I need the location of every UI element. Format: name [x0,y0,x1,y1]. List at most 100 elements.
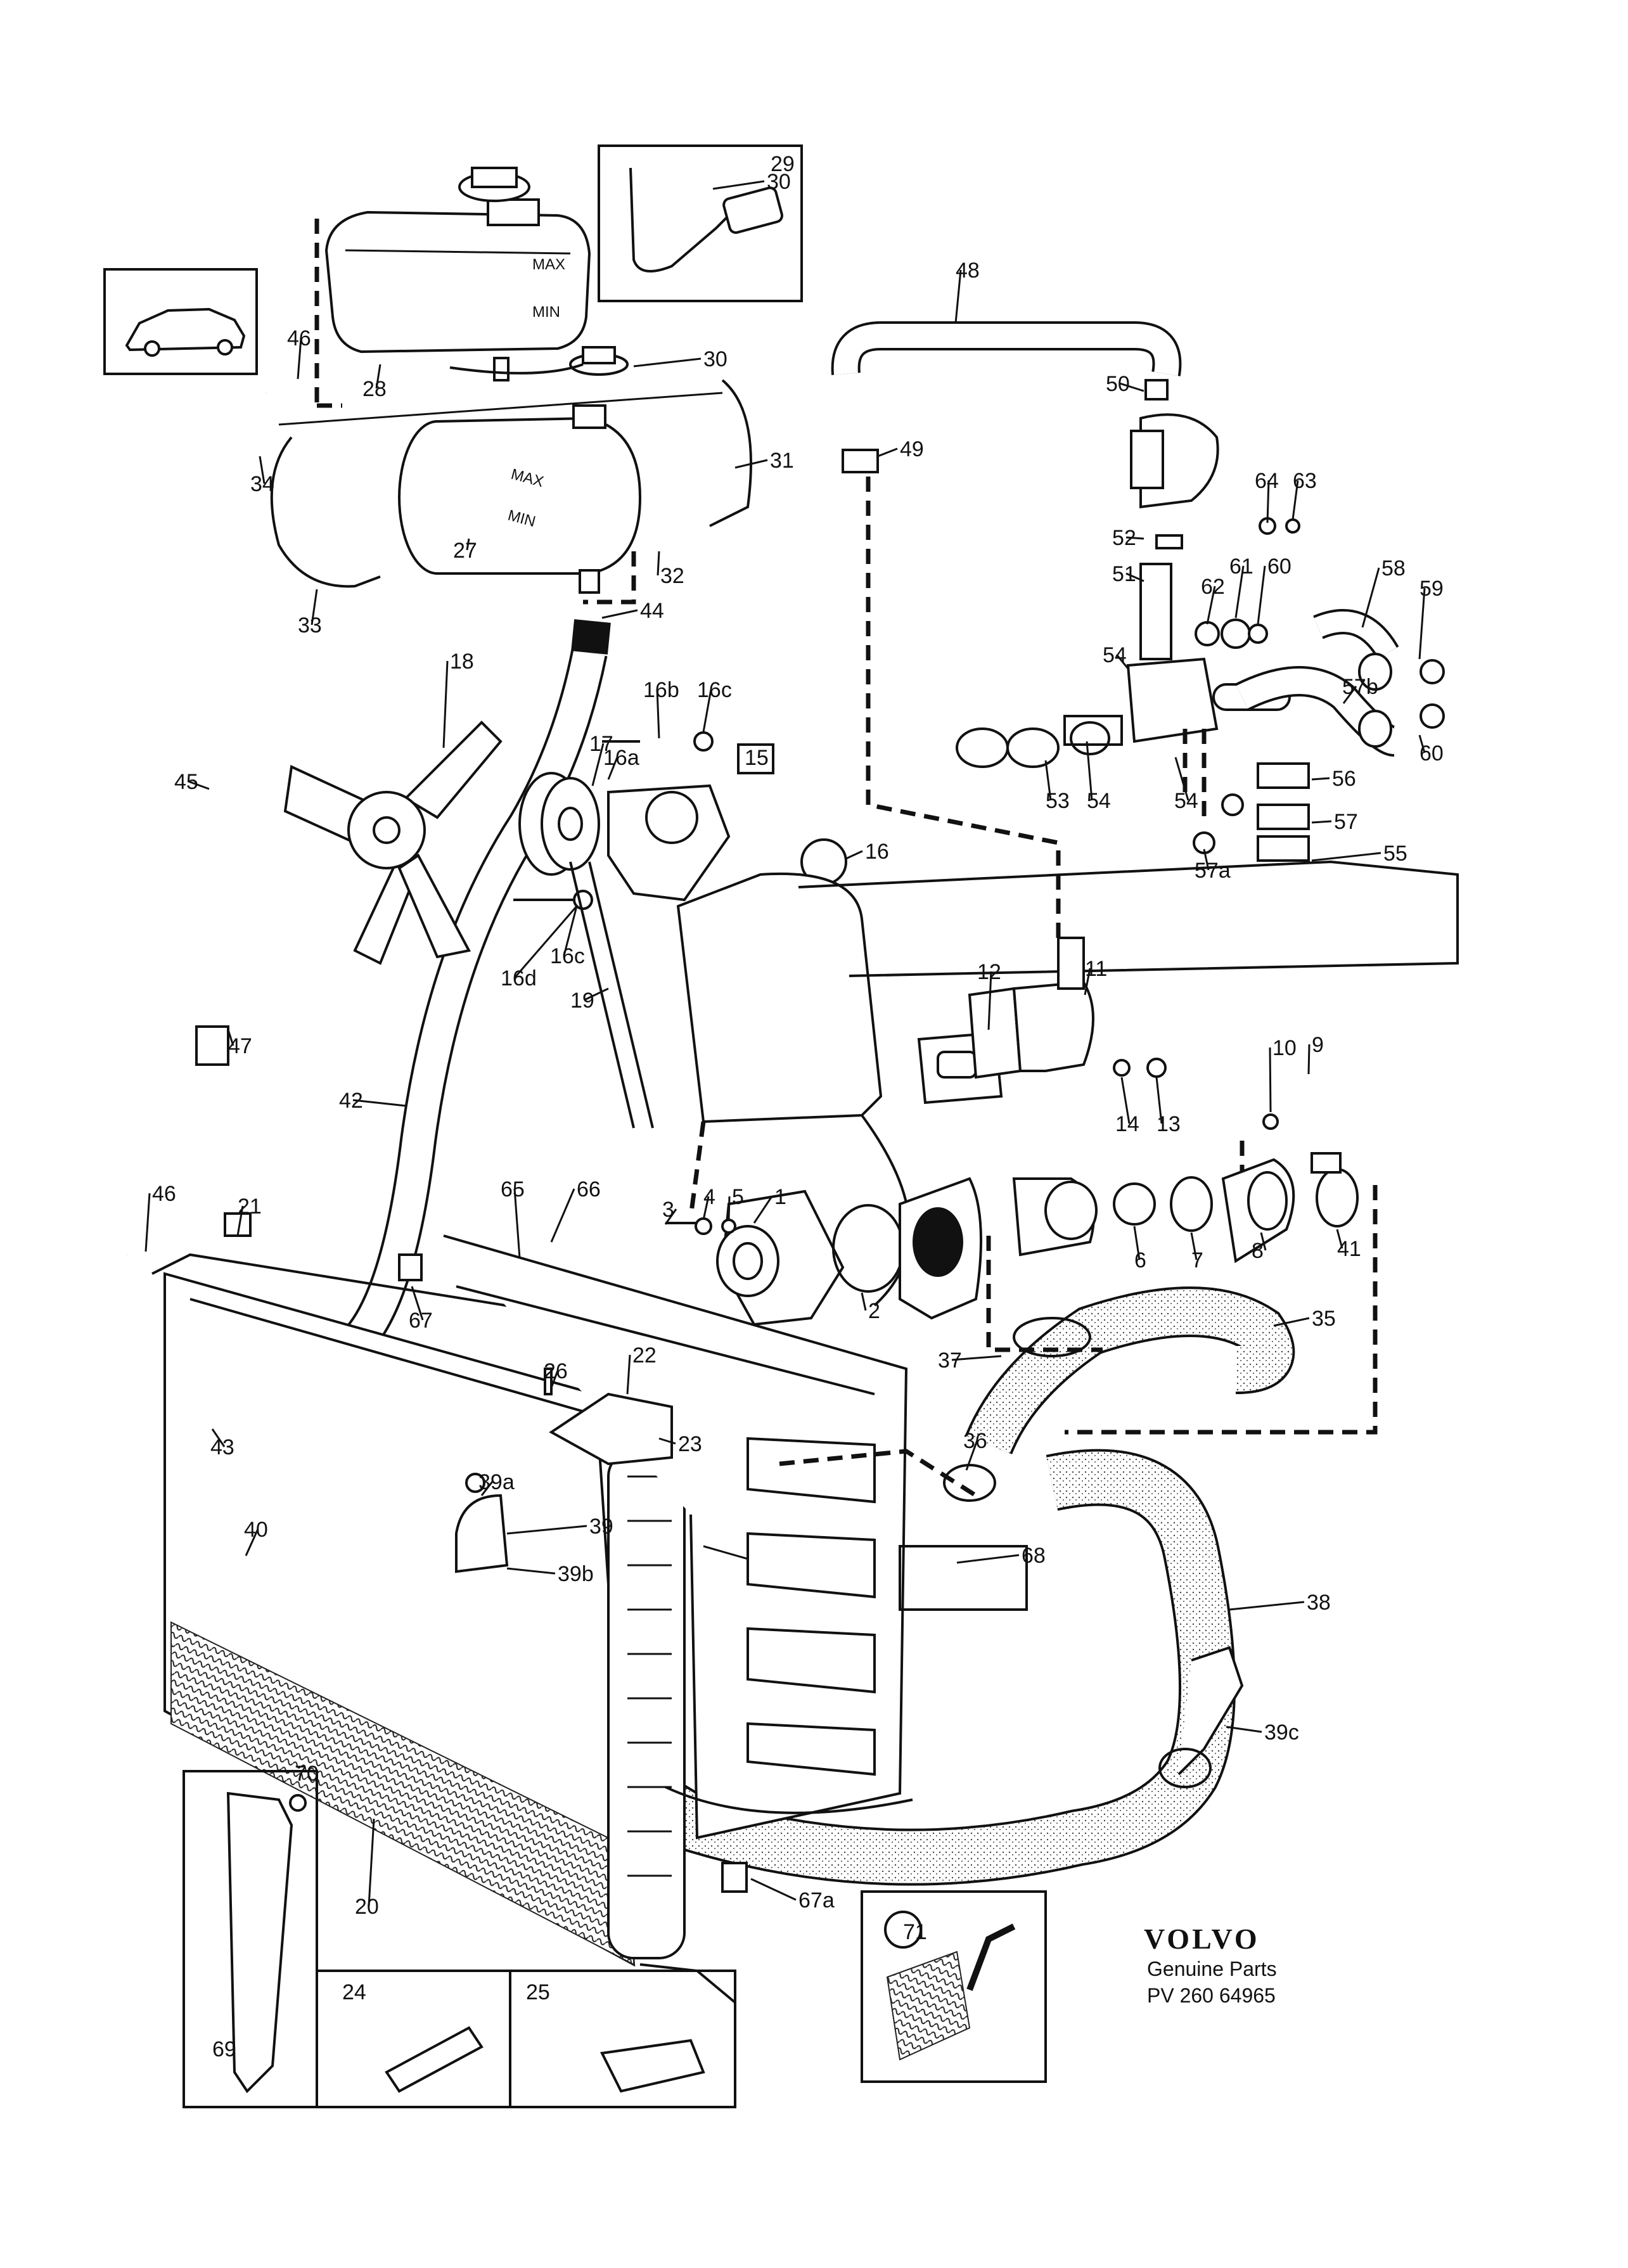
car-inset [103,268,258,375]
water-pump [716,1177,982,1326]
level-sensor-inset [598,144,803,302]
callout-38: 38 [1307,1591,1331,1615]
callout-25: 25 [526,1980,550,2004]
leader-line [227,1029,234,1046]
fan-bracket [607,784,847,902]
leader-line [1115,654,1129,669]
cooling-fan [283,721,503,965]
callout-47: 47 [228,1034,252,1058]
callout-20: 20 [355,1895,379,1919]
leader-line [656,689,660,739]
leader-line [1311,852,1381,862]
leader-line [1342,686,1357,704]
callout-2: 2 [868,1299,880,1323]
tank-cap-top [458,167,530,202]
leader-line [144,1193,151,1252]
thermostat-cover [1012,1113,1359,1264]
leader-line [1044,760,1052,801]
leader-line [563,906,578,956]
callout-41: 41 [1337,1237,1361,1261]
callout-54: 54 [1103,643,1127,667]
branding-block: VOLVO Genuine Parts PV 260 64965 [1144,1923,1277,2007]
callout-42: 42 [339,1089,363,1113]
callout-64: 64 [1255,469,1279,493]
leader-line [861,1292,867,1311]
leader-line [352,1099,406,1107]
leader-line [633,357,702,368]
callout-40: 40 [244,1518,268,1542]
leader-line [664,1208,677,1225]
upper-mount-bracket [549,1392,673,1466]
callout-51: 51 [1112,562,1136,586]
leader-line [734,459,768,469]
callout-53: 53 [1046,789,1070,813]
thermostat-parts [917,937,1167,1105]
brand-subtitle: Genuine Parts [1147,1957,1277,1980]
leader-line [702,689,712,733]
leader-line [480,1481,494,1496]
callout-16c: 16c [697,678,732,702]
viscous-pulley [518,772,600,876]
leader-line [712,180,765,190]
callout-39: 39 [589,1515,613,1539]
leader-line [1133,1226,1141,1260]
leader-line [1155,1077,1163,1124]
leader-line [1257,565,1266,625]
callout-60: 60 [1420,741,1444,766]
volvo-logo: VOLVO [1144,1923,1260,1955]
callout-69: 69 [212,2037,236,2061]
inset-bracket-25 [509,1970,736,2108]
callout-18: 18 [450,650,474,674]
leader-line [1190,1232,1198,1260]
leader-line [1273,1317,1310,1327]
leader-line [1119,382,1144,392]
leader-line [411,1286,424,1321]
callout-15: 15 [745,746,769,770]
engine-block [676,860,1459,1307]
tank-max-label: MAX [532,256,565,273]
callout-33: 33 [298,613,322,637]
callout-39a: 39a [478,1470,515,1494]
callout-67a: 67a [798,1888,835,1912]
leader-line [1336,1229,1343,1249]
leader-line [259,456,266,484]
callout-30: 30 [703,347,727,371]
leader-line [1229,1601,1305,1611]
callout-22: 22 [632,1343,657,1368]
callout-12: 12 [977,960,1001,984]
hose-45 [125,390,267,1256]
leader-line [550,1370,559,1388]
callout-52: 52 [1112,526,1136,550]
leader-line [506,1567,556,1575]
leader-line [1311,777,1330,781]
leader-line [951,1355,1002,1361]
leader-line [375,364,381,389]
leader-line [1269,1047,1272,1113]
leader-line [1086,741,1093,801]
leader-line [601,609,638,619]
callout-1: 1 [774,1185,786,1209]
expansion-tank-lower: MAX MIN [398,404,642,594]
fan-shroud [443,1234,908,1840]
callout-71: 71 [903,1920,927,1944]
leader-line [1234,565,1245,618]
callout-16a: 16a [603,746,639,770]
leader-line [584,987,609,1001]
tank-min-label: MIN [532,304,560,321]
callout-39c: 39c [1264,1720,1299,1745]
inset-heater-72 [861,1890,1047,2083]
callout-7: 7 [1191,1248,1203,1272]
inset-grille [183,1770,318,2108]
callout-28: 28 [362,377,387,401]
leader-line [753,1196,773,1224]
leader-line [1260,1232,1267,1251]
callout-9: 9 [1312,1033,1324,1057]
callout-59: 59 [1420,577,1444,601]
callout-46: 46 [287,326,311,350]
radiator [151,1253,902,1967]
callout-19: 19 [570,989,594,1013]
callout-10: 10 [1272,1036,1297,1060]
callout-21: 21 [238,1195,262,1219]
leader-line [591,743,605,786]
